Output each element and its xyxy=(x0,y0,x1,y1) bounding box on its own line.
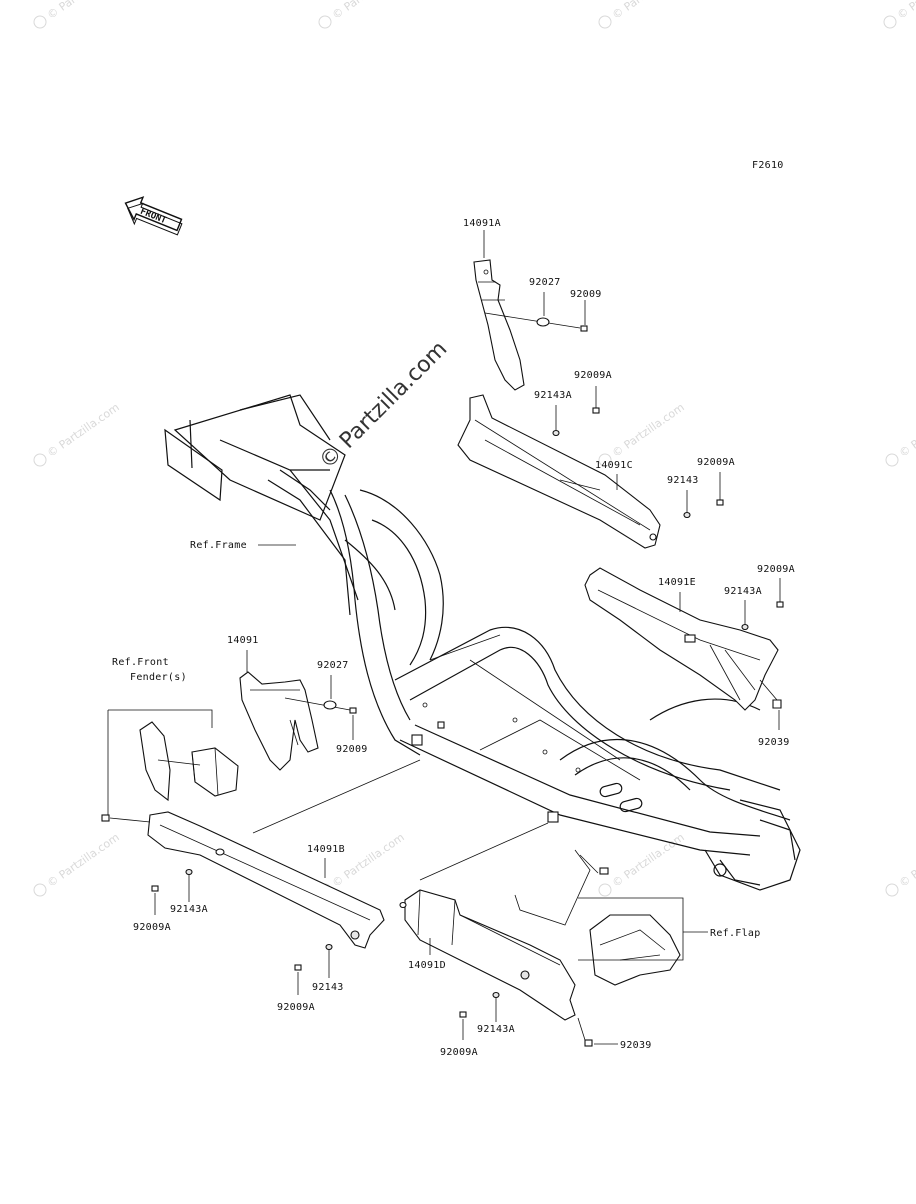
ref-front-fender-label-2: Fender(s) xyxy=(130,672,187,683)
label-92009A-5: 92009A xyxy=(277,1002,315,1013)
front-arrow-icon: FRONT xyxy=(124,196,183,236)
front-fender-ref-part xyxy=(139,721,239,802)
watermark: © Partzilla.com xyxy=(45,0,122,22)
label-14091C: 14091C xyxy=(595,460,633,471)
label-92039-bottom: 92039 xyxy=(620,1040,652,1051)
label-92143A-4: 92143A xyxy=(477,1024,515,1035)
watermark: © Partzilla.com xyxy=(895,0,916,22)
guard-14091 xyxy=(239,671,319,771)
bolt-icon xyxy=(580,325,588,332)
washer-icon xyxy=(536,317,550,327)
label-92143-2: 92143 xyxy=(312,982,344,993)
label-14091: 14091 xyxy=(227,635,259,646)
watermark: © Partzilla.com xyxy=(330,0,407,22)
flap-ref-part xyxy=(514,849,681,986)
label-92027-top: 92027 xyxy=(529,277,561,288)
label-92039-top: 92039 xyxy=(758,737,790,748)
ref-front-fender-label-1: Ref.Front xyxy=(112,657,169,668)
label-14091A: 14091A xyxy=(463,218,501,229)
label-92143-1: 92143 xyxy=(667,475,699,486)
guard-14091D xyxy=(399,889,576,1021)
label-92143A-1: 92143A xyxy=(534,390,572,401)
label-92009-mid: 92009 xyxy=(336,744,368,755)
big-watermark: © Partzilla.com xyxy=(315,337,453,475)
ref-frame-label: Ref.Frame xyxy=(190,540,247,551)
watermark: © Partzilla.com xyxy=(610,401,687,460)
watermark: © Partzilla.com xyxy=(610,0,687,22)
label-14091E: 14091E xyxy=(658,577,696,588)
label-92143A-2: 92143A xyxy=(724,586,762,597)
label-14091B: 14091B xyxy=(307,844,345,855)
watermark: © Partzilla.com xyxy=(45,401,122,460)
guard-14091B xyxy=(147,811,385,949)
guard-14091A xyxy=(473,259,525,391)
guard-14091C xyxy=(457,394,661,549)
label-92009A-2: 92009A xyxy=(697,457,735,468)
vehicle-frame xyxy=(164,394,801,891)
label-92009-top: 92009 xyxy=(570,289,602,300)
big-watermark-text: © Partzilla.com xyxy=(315,337,453,475)
watermark: © Partzilla.com xyxy=(897,831,916,890)
guard-14091E xyxy=(584,567,779,711)
label-92009A-6: 92009A xyxy=(440,1047,478,1058)
label-92143A-3: 92143A xyxy=(170,904,208,915)
label-92009A-4: 92009A xyxy=(133,922,171,933)
label-14091D: 14091D xyxy=(408,960,446,971)
watermark: © Partzilla.com xyxy=(610,831,687,890)
watermark: © Partzilla.com xyxy=(45,831,122,890)
watermark: © Partzilla.com xyxy=(330,831,407,890)
figure-code: F2610 xyxy=(752,160,784,171)
label-92027-mid: 92027 xyxy=(317,660,349,671)
watermark: © Partzilla.com xyxy=(897,401,916,460)
label-92009A-3: 92009A xyxy=(757,564,795,575)
label-92009A-1: 92009A xyxy=(574,370,612,381)
ref-flap-label: Ref.Flap xyxy=(710,928,761,939)
